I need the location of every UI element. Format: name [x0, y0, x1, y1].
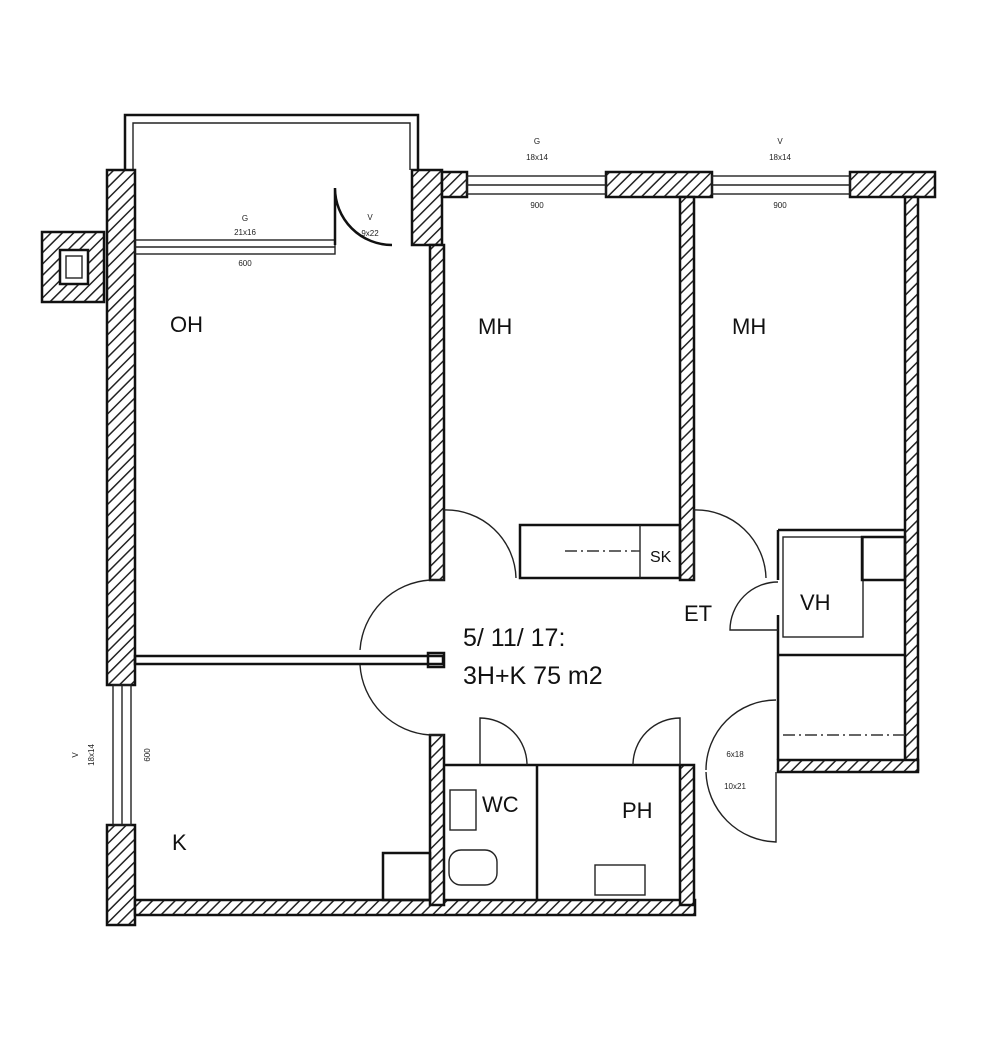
- annotation: 18x14: [769, 153, 791, 162]
- annotation: 21x16: [234, 228, 256, 237]
- interior-walls: [133, 195, 905, 907]
- annotation: G: [242, 214, 248, 223]
- annotation: 600: [143, 748, 152, 762]
- room-label-closet: SK: [650, 549, 672, 566]
- annotation: 600: [238, 259, 252, 268]
- annotation: 18x14: [526, 153, 548, 162]
- room-label-storage: VH: [800, 590, 831, 615]
- annotation: V: [71, 752, 80, 758]
- annotation: V: [367, 213, 373, 222]
- room-label-hall: ET: [684, 601, 712, 626]
- room-label-toilet: WC: [482, 792, 519, 817]
- annotation: 900: [530, 201, 544, 210]
- exterior-walls: [105, 168, 937, 927]
- annotation: G: [534, 137, 540, 146]
- fixtures: [381, 523, 907, 902]
- room-label-bedroom: MH: [478, 314, 512, 339]
- annotation: 18x14: [87, 744, 96, 766]
- annotation: 9x22: [361, 229, 379, 238]
- summary-line-1: 5/ 11/ 17:: [463, 624, 565, 652]
- room-label-kitchen: K: [172, 830, 187, 855]
- room-label-living: OH: [170, 312, 203, 337]
- door-swings: [333, 187, 779, 843]
- annotation: V: [777, 137, 783, 146]
- room-labels: OH MH MH K WC PH VH ET SK 5/ 11/ 17: 3H+…: [170, 312, 831, 855]
- summary-line-2: 3H+K 75 m2: [463, 662, 603, 690]
- chimney: [40, 230, 106, 304]
- room-label-bathroom: PH: [622, 798, 653, 823]
- windows: [112, 175, 851, 826]
- annotation: 6x18: [726, 750, 744, 759]
- annotation: 10x21: [724, 782, 746, 791]
- dimension-annotations: G 21x16 600 V 9x22 G 18x14 900 V 18x14 9…: [71, 137, 791, 791]
- annotation: 900: [773, 201, 787, 210]
- balcony: [123, 113, 420, 170]
- room-label-bedroom: MH: [732, 314, 766, 339]
